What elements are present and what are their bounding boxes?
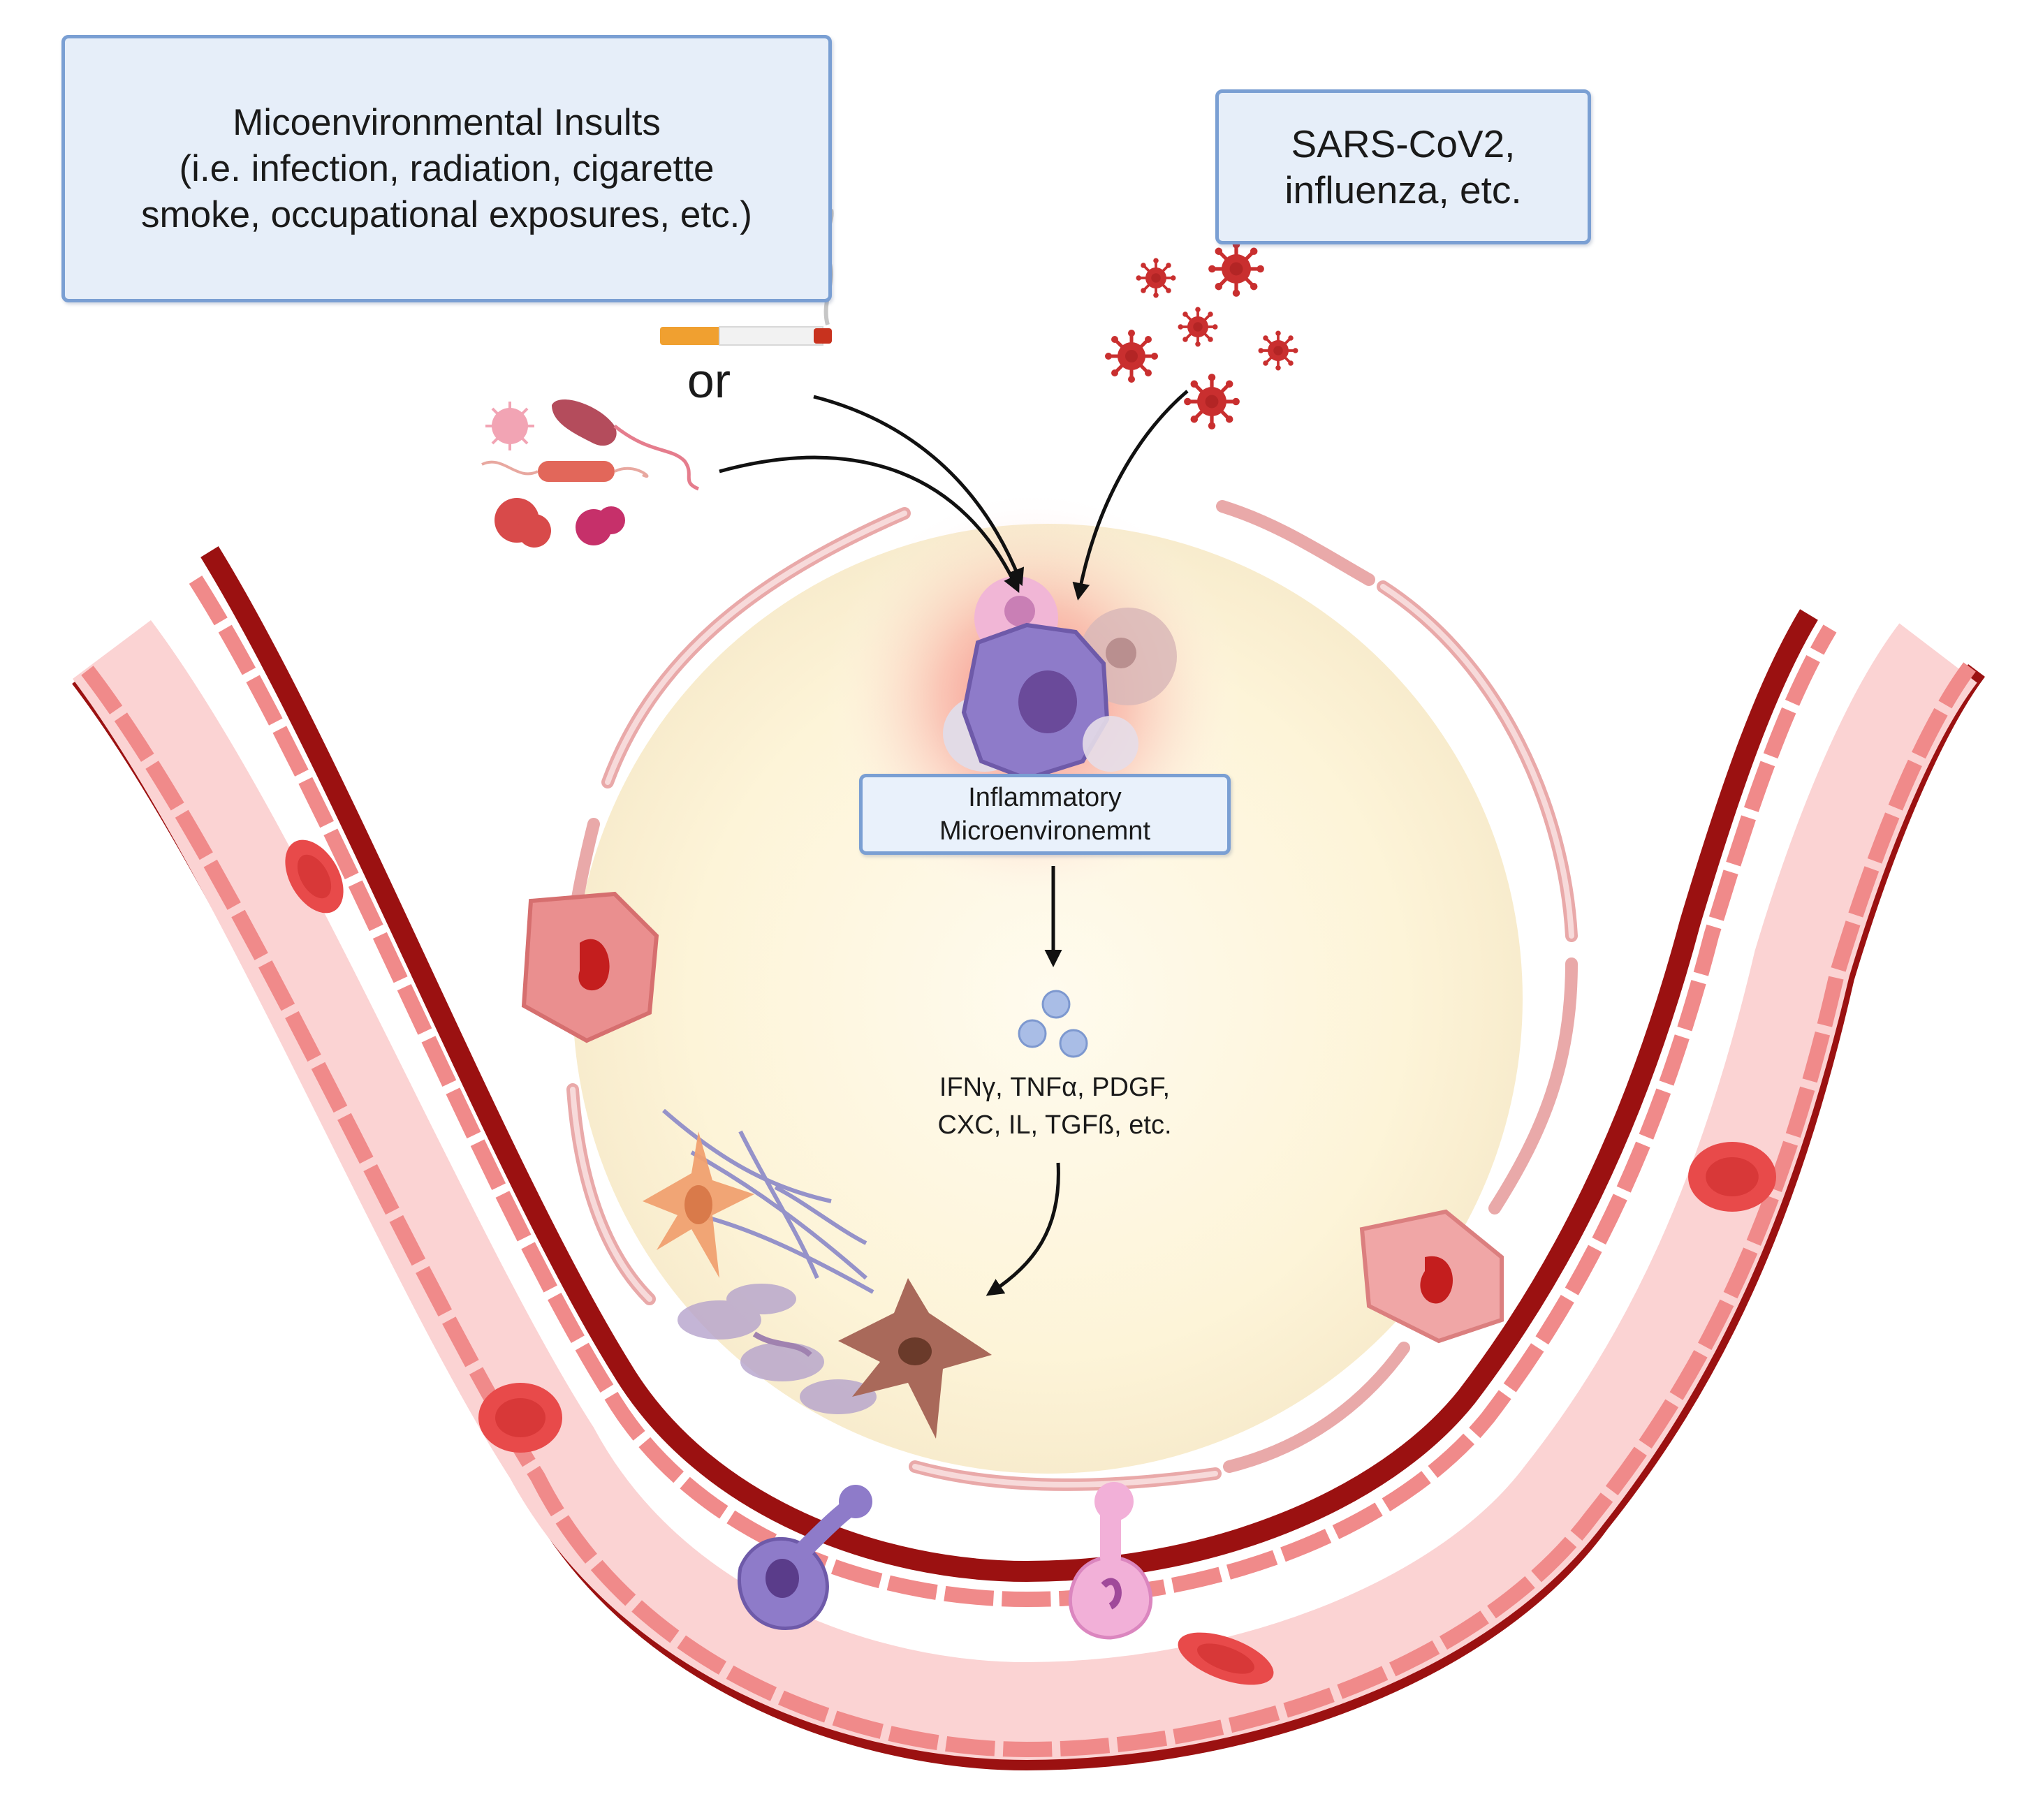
virus-icon [1208, 241, 1264, 297]
fibrosis-cells [643, 1108, 992, 1439]
vessel-endothelium-inner [189, 575, 1837, 1608]
insults-line-3: smoke, occupational exposures, etc.) [141, 193, 752, 235]
blood-vessel [72, 546, 1986, 1770]
virus-icon [1176, 305, 1219, 348]
insults-line-2: (i.e. infection, radiation, cigarette [179, 147, 715, 189]
arrows [719, 390, 1189, 1296]
arrow-bacteria-to-inflammation [719, 455, 1020, 594]
arrow-cytokines-to-fibrosis [986, 1162, 1060, 1296]
virus-icon [1257, 329, 1300, 372]
alveolar-cell-left [521, 891, 659, 1043]
virus-group [1105, 241, 1300, 430]
bacteria-group [481, 399, 700, 548]
vessel-lumen [72, 620, 1978, 1761]
migrating-leukocytes [738, 1482, 1153, 1640]
vessel-endothelium-outer [81, 662, 1976, 1758]
inflammatory-line-1: Inflammatory [968, 783, 1122, 812]
or-label: or [687, 353, 731, 408]
arrow-smoke-to-inflammation [813, 395, 1025, 587]
cytokine-list: IFNγ, TNFα, PDGF, CXC, IL, TGFß, etc. [894, 1069, 1215, 1144]
immune-cell-cluster [943, 576, 1177, 781]
alveolar-cell-right [1359, 1209, 1504, 1344]
red-blood-cell-left-bottom [478, 1383, 562, 1453]
cytokine-line-2: CXC, IL, TGFß, etc. [937, 1110, 1172, 1140]
virus-icon [1105, 330, 1158, 383]
cytokine-line-1: IFNγ, TNFα, PDGF, [939, 1073, 1171, 1102]
cytokine-particles [1018, 990, 1088, 1058]
inflammatory-line-2: Microenvironemnt [939, 816, 1150, 846]
virus-icon [1184, 374, 1240, 430]
insults-title: Micoenvironmental Insults [233, 101, 661, 143]
arrow-virus-to-inflammation [1072, 390, 1189, 601]
virus-line-1: SARS-CoV2, [1291, 122, 1516, 166]
virus-icon [1134, 256, 1178, 300]
vessel-inner-wall [200, 546, 1818, 1582]
red-blood-cell-right [1688, 1142, 1776, 1212]
virus-line-2: influenza, etc. [1284, 168, 1522, 212]
virus-label-box: SARS-CoV2, influenza, etc. [1215, 89, 1591, 244]
insults-label-box: Micoenvironmental Insults (i.e. infectio… [61, 35, 832, 302]
inflammatory-microenvironment-box: Inflammatory Microenvironemnt [859, 774, 1231, 855]
collagen-deposits [677, 1284, 877, 1414]
